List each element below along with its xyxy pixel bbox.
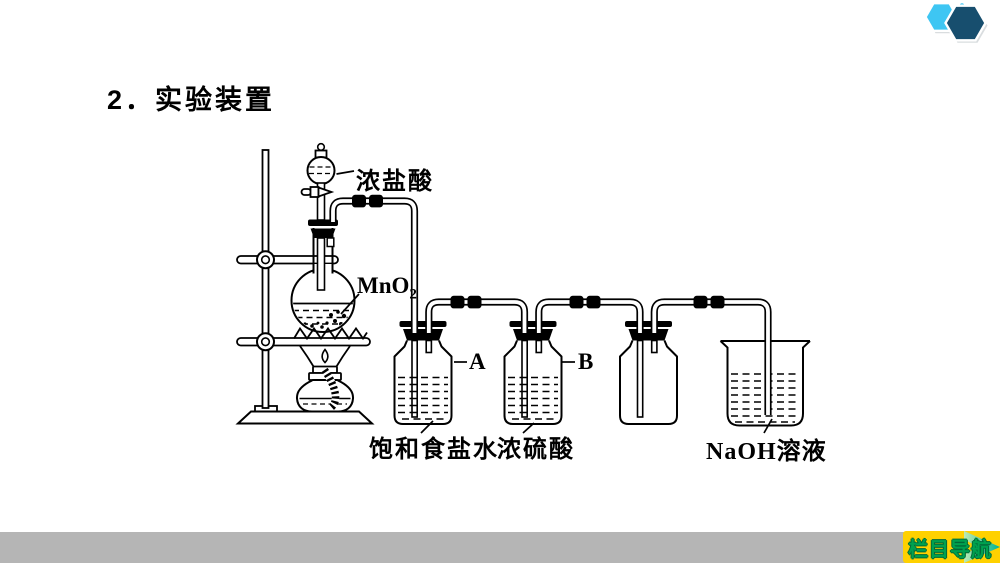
gas-washing-bottle-a [393,320,453,425]
gas-washing-bottle-b [503,320,563,425]
label-bottle-a: A [469,349,486,374]
label-mno2-base: MnO [357,273,410,298]
brand-logo [924,1,988,43]
label-h2so4: 浓硫酸 [497,437,575,463]
iron-stand [235,149,375,425]
naoh-liquid [731,373,800,423]
rubber-connectors [352,194,725,309]
round-bottom-flask [290,219,356,333]
alcohol-lamp [295,345,355,413]
connecting-tubes [329,194,772,415]
label-bottle-b: B [578,349,594,374]
dropping-funnel [300,142,336,221]
section-nav-button[interactable]: 栏目导航 [903,531,1000,563]
flame [321,348,329,364]
wire-gauze [293,326,368,341]
label-mno2-subscript: 2 [409,286,417,303]
lamp-wick [321,367,340,410]
stopcock [300,186,335,198]
label-hcl: 浓盐酸 [356,169,434,195]
flask-liquid [293,302,353,329]
label-mno2: MnO2 [357,273,417,304]
collection-bottle [619,320,678,425]
pointer-lines [336,170,773,434]
mno2-powder [297,310,350,329]
label-naoh: NaOH溶液 [706,439,827,465]
page-title: 2．实验装置 [107,85,276,115]
logo-hexagons-icon [924,1,988,43]
label-brine: 饱和食盐水 [369,437,499,463]
footer-bar [0,532,1000,563]
section-nav-label: 栏目导航 [908,538,992,561]
